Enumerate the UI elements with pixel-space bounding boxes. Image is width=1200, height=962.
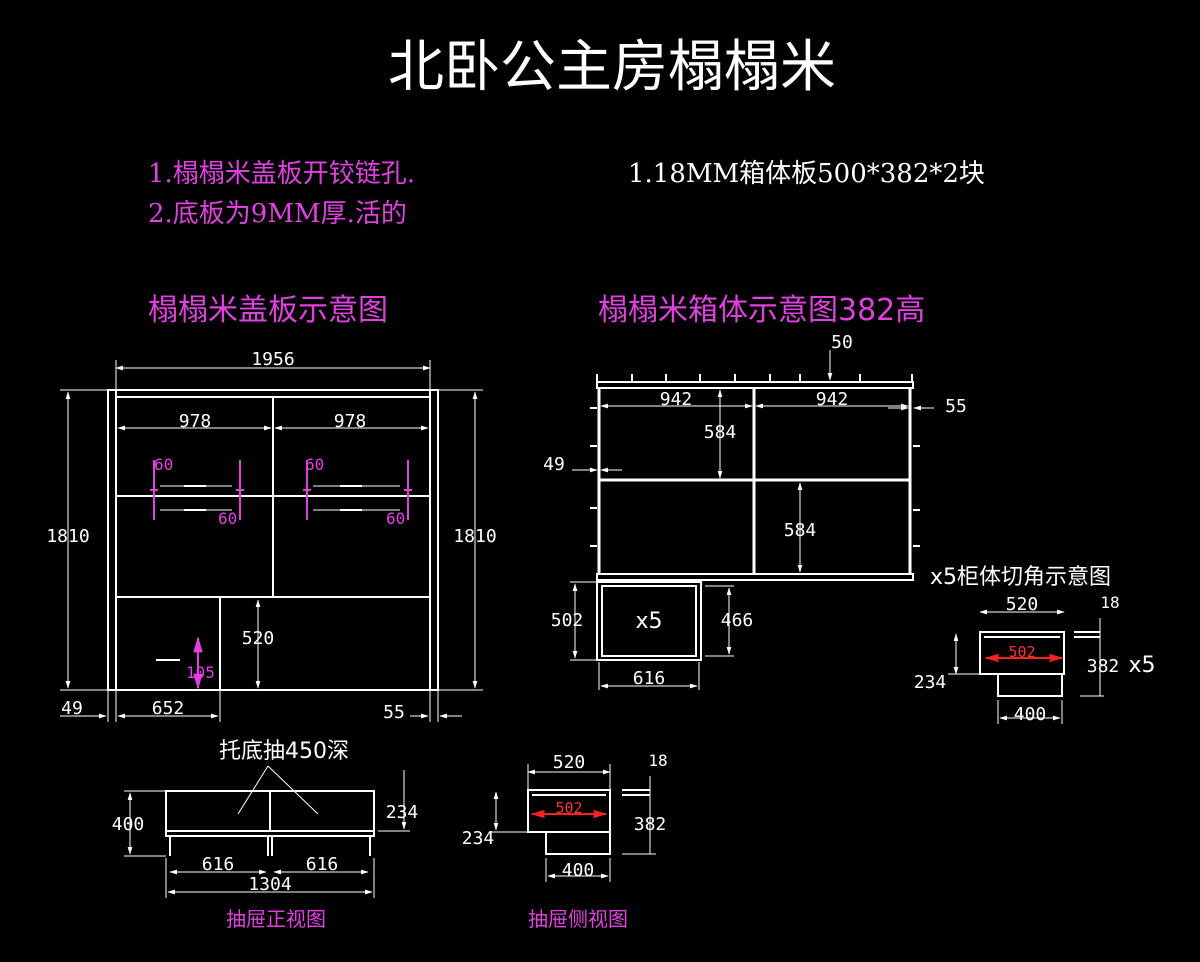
box-x5-outer	[596, 581, 702, 661]
dim-55-box: 55	[945, 396, 967, 417]
dim-18-x5: 18	[1100, 593, 1119, 612]
hinge-60-b: 60	[218, 509, 237, 528]
x5-corner-drawing: x5柜体切角示意图 520 18 502 382 x5 234 400	[914, 565, 1156, 725]
dim-978-left: 978	[179, 411, 212, 432]
dim-50: 50	[831, 332, 853, 353]
note-left-1: 1.榻榻米盖板开铰链孔.	[148, 159, 415, 189]
dim-382-side: 382	[634, 814, 667, 835]
drawer-front-drawing: 托底抽450深 400 234 616 616 1304 抽屉正视图	[112, 739, 419, 931]
dim-502-x5: 502	[1008, 643, 1035, 661]
dim-400-side: 400	[562, 860, 595, 881]
dim-1810-right: 1810	[453, 526, 496, 547]
section-cover-title: 榻榻米盖板示意图	[148, 293, 388, 328]
label-x5-side: x5	[1128, 653, 1155, 678]
drawer-side-lower	[545, 831, 611, 855]
dim-1956: 1956	[251, 349, 294, 370]
section-drawer-front-title: 抽屉正视图	[226, 907, 326, 931]
cover-plate-drawing: 1956 978 978 1810 1810 60 60 60 60	[46, 349, 496, 723]
dim-400-x5: 400	[1014, 704, 1047, 725]
box-mid-rail	[596, 573, 914, 581]
box-structure-drawing: 50 942 942 55 584 49 584 x5 502 466	[543, 332, 967, 690]
dim-234-front: 234	[386, 802, 419, 823]
section-box-title: 榻榻米箱体示意图382高	[598, 293, 925, 328]
dim-1810-left: 1810	[46, 526, 89, 547]
label-x5-box: x5	[635, 609, 662, 634]
section-x5-title: x5柜体切角示意图	[930, 565, 1111, 590]
dim-520-x5: 520	[1006, 594, 1039, 615]
dim-942-left: 942	[660, 389, 693, 410]
dim-616-front-left: 616	[202, 854, 235, 875]
dim-978-right: 978	[334, 411, 367, 432]
hinge-60-d: 60	[386, 509, 405, 528]
note-right: 1.18MM箱体板500*382*2块	[628, 159, 985, 189]
note-left-2: 2.底板为9MM厚.活的	[148, 199, 407, 229]
drawer-side-drawing: 520 18 502 382 234 400 抽屉侧视图	[462, 751, 668, 931]
page-title: 北卧公主房榻榻米	[388, 35, 836, 100]
section-drawer-side-title: 抽屉侧视图	[528, 907, 628, 931]
dim-18-side: 18	[648, 751, 667, 770]
dim-616-front-right: 616	[306, 854, 339, 875]
hinge-60-a: 60	[154, 455, 173, 474]
dim-584-mid: 584	[784, 520, 817, 541]
dim-105: 105	[186, 663, 215, 682]
dim-502-side: 502	[555, 799, 582, 817]
dim-234-side: 234	[462, 828, 495, 849]
dim-466: 466	[721, 610, 754, 631]
cover-right-post	[429, 389, 439, 691]
dim-234-x5: 234	[914, 672, 947, 693]
dim-49-box: 49	[543, 454, 565, 475]
cover-left-post	[107, 389, 117, 691]
dim-502-box: 502	[551, 610, 584, 631]
dim-520: 520	[242, 628, 275, 649]
x5-lower-box	[997, 673, 1063, 697]
hinge-60-c: 60	[305, 455, 324, 474]
dim-616-box: 616	[633, 668, 666, 689]
dim-49: 49	[61, 698, 83, 719]
dim-942-right: 942	[816, 389, 849, 410]
dim-1304: 1304	[248, 874, 291, 895]
dim-55: 55	[383, 702, 405, 723]
dim-520-side: 520	[553, 752, 586, 773]
dim-382-x5: 382	[1087, 656, 1120, 677]
dim-400-front: 400	[112, 814, 145, 835]
box-x5-inner	[601, 585, 697, 657]
dim-584-top: 584	[704, 422, 737, 443]
label-drawer-note: 托底抽450深	[219, 739, 349, 764]
dim-652: 652	[152, 698, 185, 719]
box-top-rail	[596, 381, 914, 389]
drawer-front-rail	[165, 830, 375, 837]
